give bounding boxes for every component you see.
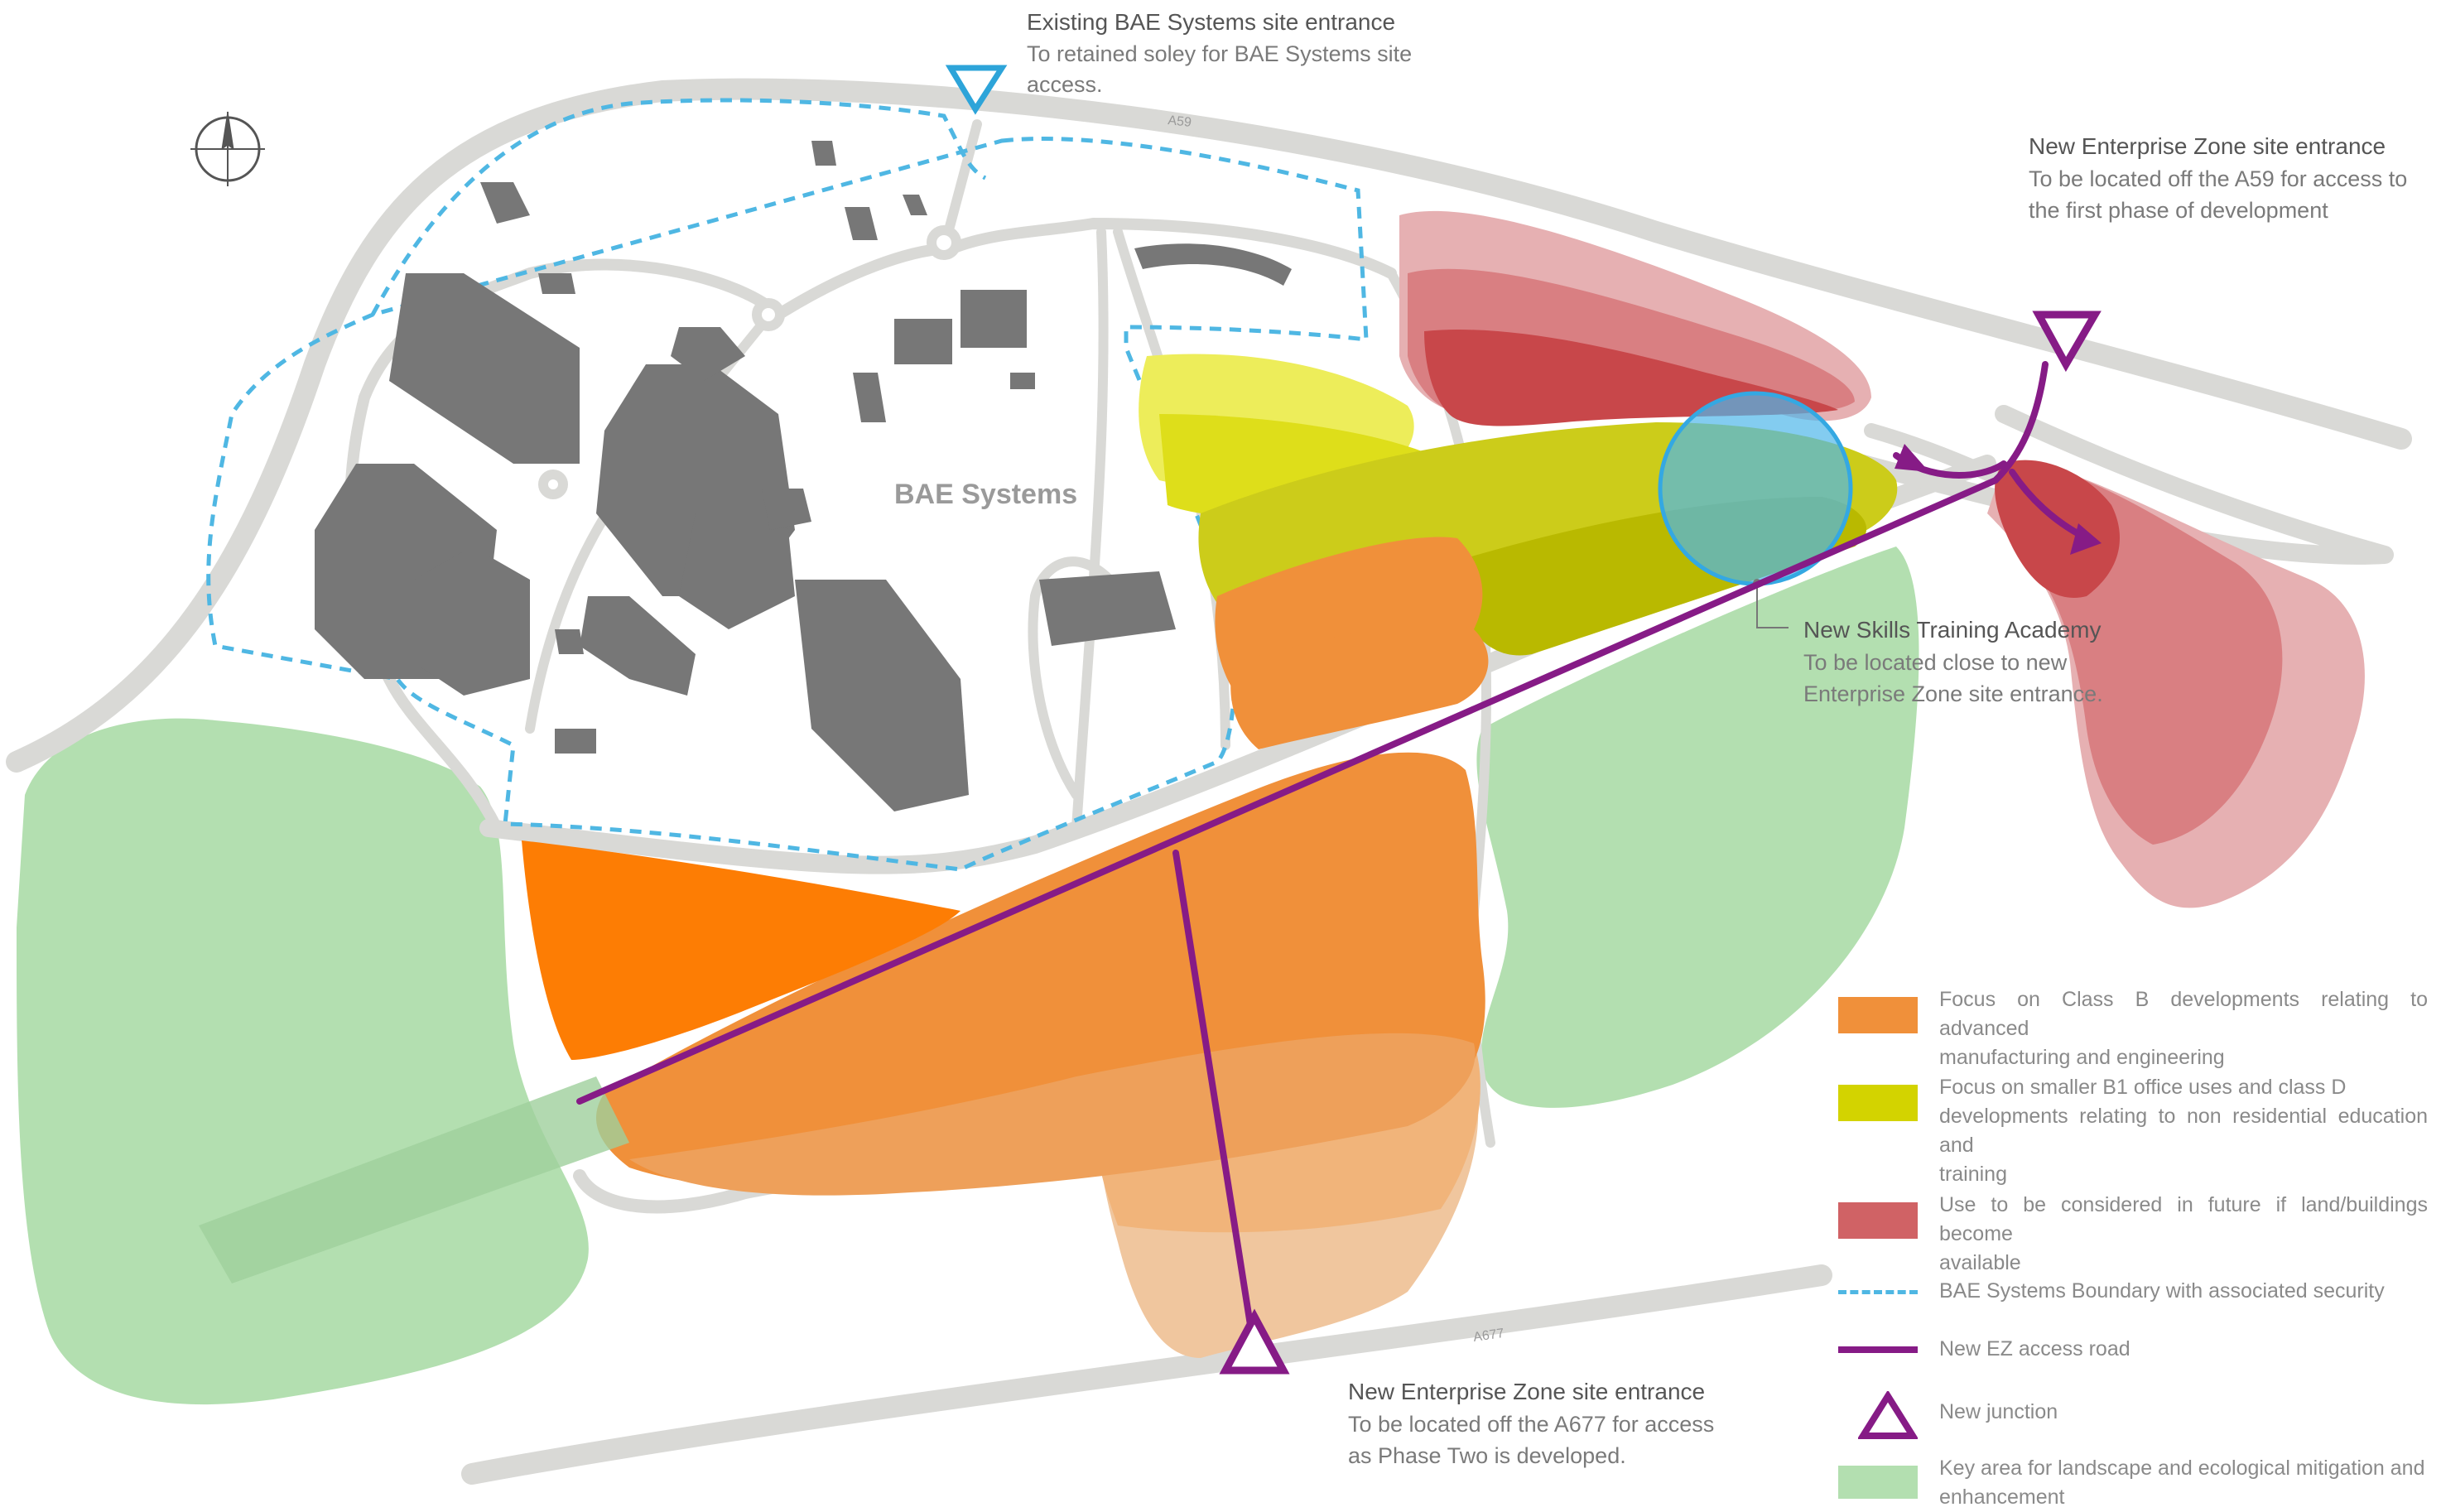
callout-ne-entrance: New Enterprise Zone site entrance To be … [2029,133,2407,223]
bae-boundary [206,98,1369,872]
ez-access-road-south [1172,850,1254,1328]
building [961,290,1027,348]
callout-text: To retained soley for BAE Systems site [1027,41,1412,66]
legend-text-line: New EZ access road [1939,1337,2130,1360]
legend-item-future: Use to be considered in future if land/b… [1838,1191,2434,1274]
building [555,629,584,654]
road-label-a59: A59 [1168,113,1192,130]
ez-access-road-main [576,361,2049,1105]
building [903,195,927,215]
landscape-area-central [1476,547,1919,1108]
north-arrow-icon [190,111,265,186]
legend-swatch-landscape [1838,1466,1918,1499]
legend-text-line: New junction [1939,1400,2058,1423]
legend-swatch-b1-d [1838,1085,1918,1121]
roundabout-central [752,298,785,331]
junction-triangle-icon[interactable] [1219,1308,1290,1375]
callout-text: access. [1027,72,1103,97]
existing-entrance-triangle-icon[interactable] [945,65,1008,115]
callout-text: To be located off the A59 for access to [2029,166,2407,191]
landscape-areas [17,547,1919,1405]
building [671,327,745,381]
building [679,513,795,629]
legend-text-line: Focus on Class B developments relating t… [1939,988,2428,1040]
junction-triangle-icon[interactable] [2032,311,2102,373]
legend-text-line: Key area for landscape and ecological mi… [1939,1457,2425,1480]
callout-academy: New Skills Training Academy To be locate… [1803,617,2103,706]
building [538,273,575,294]
roundabout-north [927,225,961,260]
class-b-areas [522,537,1489,1358]
building [555,729,596,754]
building [580,596,696,696]
landscape-buffer-strip [199,1076,629,1283]
legend-item-boundary: BAE Systems Boundary with associated sec… [1838,1277,2434,1310]
road-internal-ring [1028,227,1115,833]
building [1134,243,1292,286]
building [795,580,969,811]
legend-swatch-future [1838,1202,1918,1239]
legend-text-line: manufacturing and engineering [1939,1046,2225,1069]
legend-item-junction: New junction [1838,1391,2434,1441]
arrow-head-west [1895,444,1929,472]
skills-academy-leader-line [1756,583,1789,628]
bae-buildings [315,141,1292,811]
callout-existing-entrance: Existing BAE Systems site entrance To re… [1027,9,1412,97]
building [811,141,836,166]
legend-item-ez-road: New EZ access road [1838,1335,2434,1368]
building [845,207,878,240]
legend-item-b1-d: Focus on smaller B1 office uses and clas… [1838,1073,2434,1186]
legend-text-line: enhancement [1939,1486,2065,1509]
callout-text: To be located off the A677 for access [1348,1412,1714,1437]
ez-access-road-branch-east [2009,469,2090,542]
legend-swatch-ez-road [1838,1346,1918,1353]
callout-text: as Phase Two is developed. [1348,1443,1626,1468]
callout-title: New Enterprise Zone site entrance [1348,1379,1705,1404]
arrow-head-east [2070,523,2102,555]
class-b-area-mid [629,1033,1476,1196]
road-a59 [6,78,2412,773]
future-use-area-east [1995,460,2120,598]
roundabouts [538,225,961,499]
legend-text-line: Focus on smaller B1 office uses and clas… [1939,1076,2347,1099]
building [414,547,530,696]
landscape-area-west [17,718,589,1405]
legend-swatch-class-b [1838,997,1918,1033]
callout-text: the first phase of development [2029,198,2328,223]
callout-text: Enterprise Zone site entrance. [1803,681,2103,706]
callout-title: New Skills Training Academy [1803,617,2101,643]
callout-title: Existing BAE Systems site entrance [1027,9,1395,35]
legend-swatch-boundary [1838,1290,1918,1294]
building [480,182,530,224]
legend-text-line: BAE Systems Boundary with associated sec… [1939,1279,2385,1303]
callout-s-entrance: New Enterprise Zone site entrance To be … [1348,1379,1714,1468]
class-b-area-north [1230,624,1489,749]
callout-title: New Enterprise Zone site entrance [2029,133,2386,159]
building [389,273,580,464]
legend-text-line: available [1939,1251,2021,1274]
legend-item-class-b: Focus on Class B developments relating t… [1838,985,2434,1069]
road-a677 [461,1264,1832,1485]
road-label-a677: A677 [1472,1327,1505,1345]
class-b-area-bright [522,840,961,1060]
road-inner-loop-west [344,258,784,834]
roundabout-west [538,469,568,499]
building [1039,571,1176,646]
building [853,373,886,422]
legend-text-line: developments relating to non residential… [1939,1105,2428,1157]
legend-text-line: training [1939,1163,2007,1186]
ez-road-arrows [1895,444,2102,555]
callout-text: To be located close to new [1803,650,2068,675]
building [1010,373,1035,389]
legend-text-line: Use to be considered in future if land/b… [1939,1193,2428,1245]
legend-junction-triangle-icon [1858,1391,1918,1439]
legend-item-landscape: Key area for landscape and ecological mi… [1838,1454,2434,1512]
junction-markers [1219,311,2102,1375]
building [894,319,952,364]
building [762,489,811,530]
bae-systems-label: BAE Systems [894,479,1077,510]
